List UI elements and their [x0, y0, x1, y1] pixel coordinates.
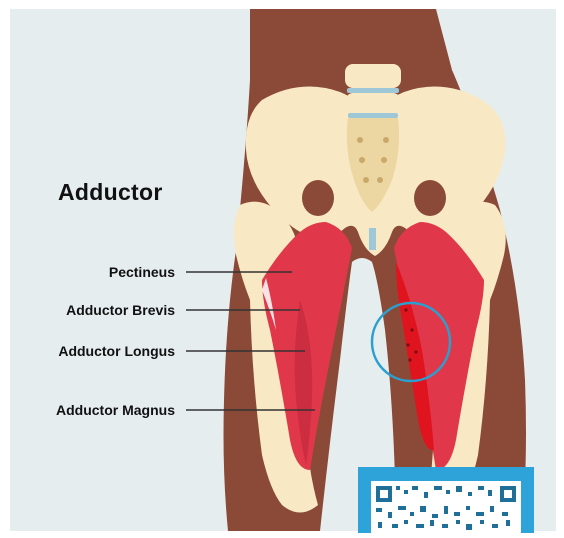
lumbar-spine: [345, 64, 401, 118]
pubic-symphysis: [369, 228, 376, 250]
diagram-title: Adductor: [58, 179, 163, 206]
right-obturator-foramen: [414, 180, 446, 216]
spinal-disc: [348, 113, 398, 118]
label-adductor-magnus: Adductor Magnus: [56, 402, 175, 418]
spinal-disc: [347, 88, 399, 93]
qr-code-panel: [358, 467, 534, 533]
label-adductor-longus: Adductor Longus: [58, 343, 175, 359]
label-adductor-brevis: Adductor Brevis: [66, 302, 175, 318]
label-pectineus: Pectineus: [109, 264, 175, 280]
left-obturator-foramen: [302, 180, 334, 216]
